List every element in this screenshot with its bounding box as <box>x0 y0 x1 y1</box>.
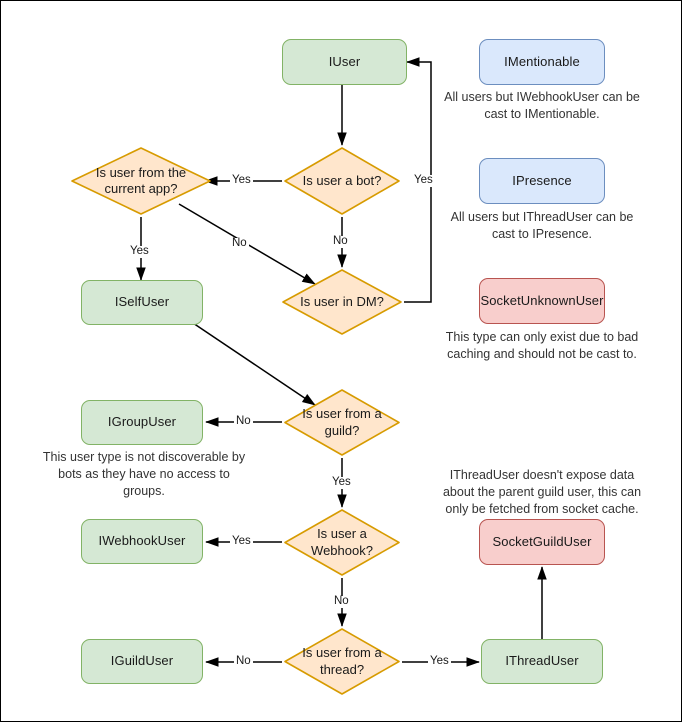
note-presence: All users but IThreadUser can be cast to… <box>450 210 634 241</box>
edge-label-app-no: No <box>230 237 249 250</box>
edge-label-dm-yes: Yes <box>412 174 435 187</box>
node-iselfuser[interactable]: ISelfUser <box>81 280 203 325</box>
node-iuser[interactable]: IUser <box>282 39 407 85</box>
decision-is-thread-label: Is user from a thread? <box>302 645 382 677</box>
node-iguilduser-label: IGuildUser <box>110 653 174 669</box>
diamond-shape <box>284 509 400 576</box>
decision-is-dm[interactable]: Is user in DM? <box>280 267 404 337</box>
decision-is-bot[interactable]: Is user a bot? <box>282 145 402 217</box>
diamond-shape <box>284 389 400 456</box>
decision-is-current-app[interactable]: Is user from the current app? <box>69 145 213 217</box>
node-ipresence[interactable]: IPresence <box>479 158 605 204</box>
node-ithreaduser[interactable]: IThreadUser <box>481 639 603 684</box>
node-socket-guild-user-label: SocketGuildUser <box>492 533 592 549</box>
decision-is-webhook[interactable]: Is user a Webhook? <box>282 507 402 578</box>
node-ipresence-label: IPresence <box>512 172 572 188</box>
edge-label-bot-no: No <box>331 235 350 248</box>
node-iguilduser[interactable]: IGuildUser <box>81 639 203 684</box>
diamond-shape <box>71 147 211 215</box>
edge-label-thread-no: No <box>234 655 253 668</box>
decision-is-current-app-label: Is user from the current app? <box>95 164 187 196</box>
edge-label-guild-no: No <box>234 415 253 428</box>
node-iuser-label: IUser <box>328 53 361 69</box>
node-iselfuser-label: ISelfUser <box>114 294 170 310</box>
note-mentionable: All users but IWebhookUser can be cast t… <box>444 90 640 121</box>
decision-is-thread[interactable]: Is user from a thread? <box>282 626 402 697</box>
edge-label-bot-yes: Yes <box>230 174 253 187</box>
diamond-shape <box>282 269 402 335</box>
node-socket-guild-user[interactable]: SocketGuildUser <box>479 519 605 565</box>
note-socket-unknown: This type can only exist due to bad cach… <box>445 330 639 361</box>
node-igroupuser-label: IGroupUser <box>107 414 177 430</box>
node-iwebhookuser-label: IWebhookUser <box>98 533 186 549</box>
note-group: This user type is not discoverable by bo… <box>42 450 246 498</box>
decision-is-guild[interactable]: Is user from a guild? <box>282 387 402 458</box>
decision-is-dm-label: Is user in DM? <box>300 293 384 309</box>
note-thread: IThreadUser doesn't expose data about th… <box>442 468 642 516</box>
node-socket-unknown-user-label: SocketUnknownUser <box>480 292 604 308</box>
node-imentionable[interactable]: IMentionable <box>479 39 605 85</box>
diamond-shape <box>284 628 400 695</box>
node-iwebhookuser[interactable]: IWebhookUser <box>81 519 203 564</box>
node-imentionable-label: IMentionable <box>504 53 580 69</box>
edge-label-app-yes: Yes <box>128 245 151 258</box>
edge-label-thread-yes: Yes <box>428 655 451 668</box>
decision-is-guild-label: Is user from a guild? <box>302 406 382 438</box>
node-ithreaduser-label: IThreadUser <box>505 653 579 669</box>
node-igroupuser[interactable]: IGroupUser <box>81 400 203 445</box>
decision-is-webhook-label: Is user a Webhook? <box>311 526 373 558</box>
node-socket-unknown-user[interactable]: SocketUnknownUser <box>479 278 605 324</box>
edge-label-webhook-yes: Yes <box>230 535 253 548</box>
decision-is-bot-label: Is user a bot? <box>302 172 382 188</box>
edge-label-webhook-no: No <box>332 595 351 608</box>
edge-label-guild-yes: Yes <box>330 476 353 489</box>
diamond-shape <box>284 147 400 215</box>
